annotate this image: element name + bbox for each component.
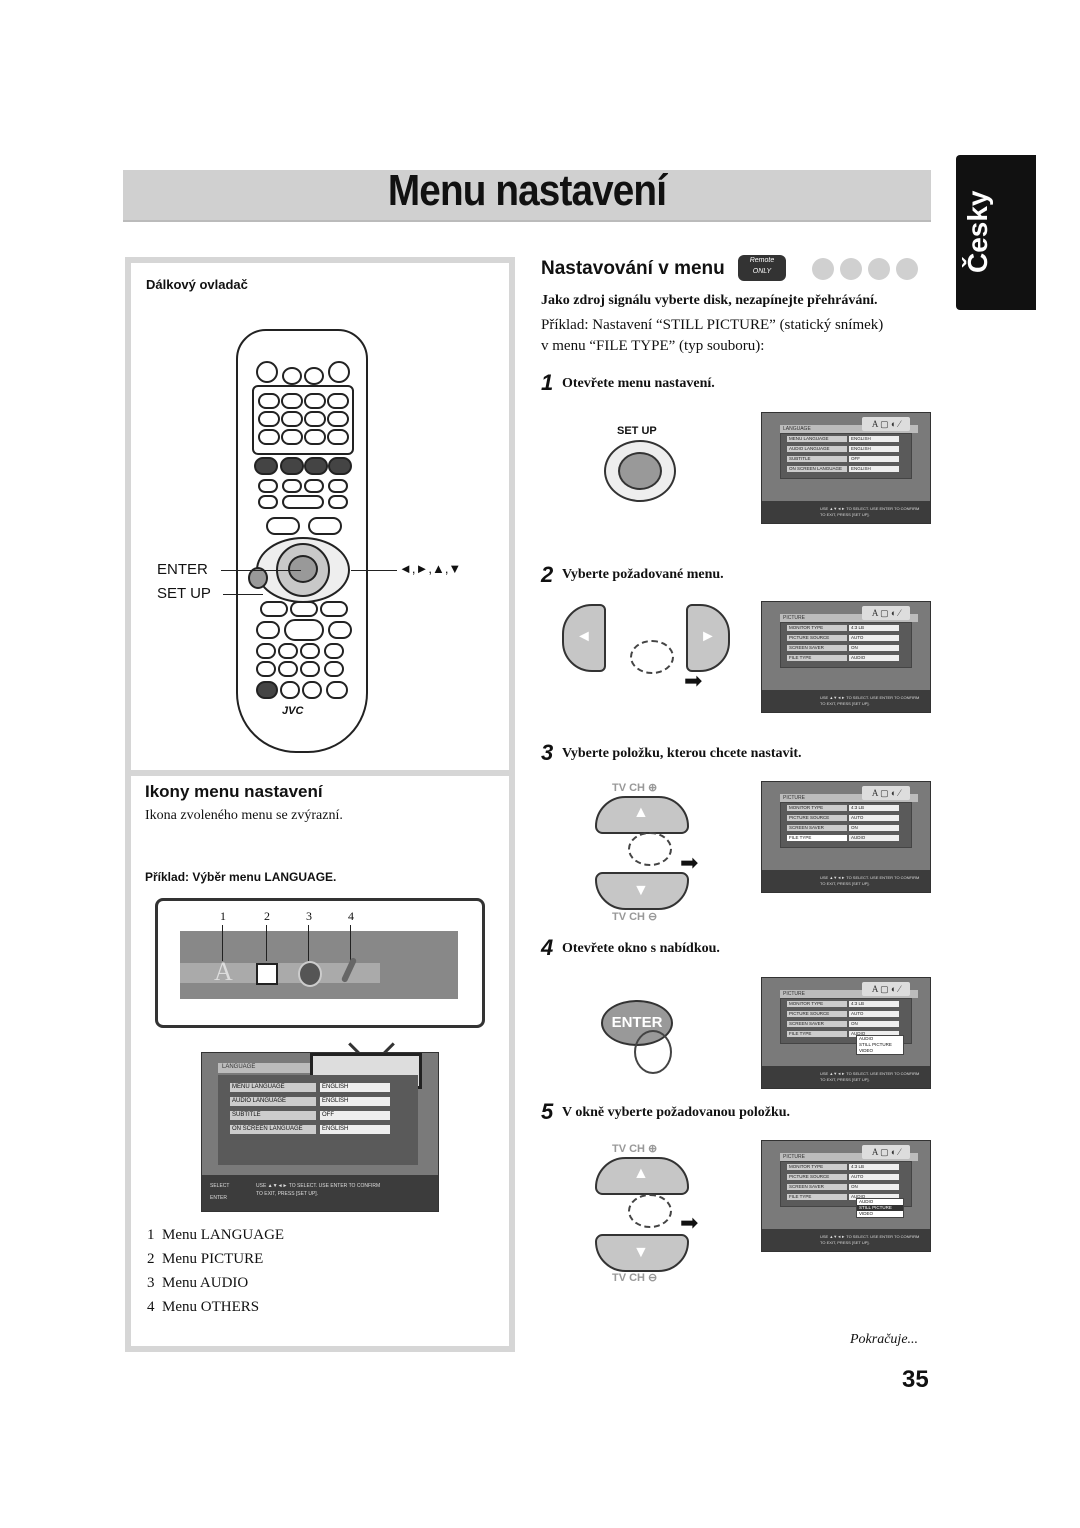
callout-3: 3 bbox=[306, 909, 312, 923]
step-5-text: V okně vyberte požadovanou položku. bbox=[562, 1105, 791, 1120]
up-arrow-button[interactable]: ▲ bbox=[595, 1157, 689, 1195]
language-tab-label: Česky bbox=[962, 190, 993, 273]
step-2-text: Vyberte požadované menu. bbox=[562, 567, 724, 582]
setup-button-label: SET UP bbox=[617, 425, 657, 437]
setup-label: SET UP bbox=[157, 585, 211, 602]
example-label: Příklad: Výběr menu LANGUAGE. bbox=[145, 870, 337, 884]
legend-item: 1 Menu LANGUAGE bbox=[147, 1227, 285, 1243]
osd-icons: A ▢ ◐ ⁄ bbox=[862, 1145, 910, 1159]
hand-icon bbox=[630, 640, 674, 674]
remote-brand-logo: JVC bbox=[282, 705, 304, 717]
hand-icon bbox=[628, 832, 672, 866]
section-intro-line1: Příklad: Nastavení “STILL PICTURE” (stat… bbox=[541, 317, 884, 333]
file-type-popup: AUDIO STILL PICTURE VIDEO bbox=[856, 1198, 904, 1218]
icons-callout-box: 1 2 3 4 A bbox=[155, 898, 485, 1028]
icons-intro: Ikona zvoleného menu se zvýrazní. bbox=[145, 808, 343, 823]
arrows-label: ◄,►,▲,▼ bbox=[399, 561, 462, 576]
callout-1: 1 bbox=[220, 909, 226, 923]
continues-label: Pokračuje... bbox=[850, 1332, 919, 1347]
title-bar bbox=[123, 170, 931, 222]
step-2-number: 2 bbox=[541, 562, 554, 587]
callout-2: 2 bbox=[264, 909, 270, 923]
language-osd-example: LANGUAGE MENU LANGUAGE ENGLISH AUDIO LAN… bbox=[201, 1052, 439, 1212]
remote-panel: Dálkový ovladač bbox=[125, 257, 515, 777]
file-type-popup: AUDIO STILL PICTURE VIDEO bbox=[856, 1035, 904, 1055]
picture-icon bbox=[256, 963, 278, 985]
legend-item: 4 Menu OTHERS bbox=[147, 1299, 260, 1315]
legend-item: 3 Menu AUDIO bbox=[147, 1275, 249, 1291]
section-intro-line2: v menu “FILE TYPE” (typ souboru): bbox=[541, 338, 765, 354]
osd-icons: A ▢ ◐ ⁄ bbox=[862, 982, 910, 996]
page-title: Menu nastavení bbox=[387, 166, 667, 215]
setup-button-illustration[interactable] bbox=[604, 440, 676, 502]
step-1-text: Otevřete menu nastavení. bbox=[562, 376, 715, 391]
step-3-text: Vyberte položku, kterou chcete nastavit. bbox=[562, 746, 802, 761]
arrow-right-icon: ➡ bbox=[684, 668, 703, 693]
arrow-right-icon: ➡ bbox=[680, 1210, 699, 1235]
remote-control-illustration: JVC bbox=[236, 329, 368, 753]
step-1-number: 1 bbox=[541, 370, 554, 395]
language-tab: Česky bbox=[956, 155, 1036, 310]
tv-ch-down-label: TV CH ⊖ bbox=[612, 911, 658, 923]
icons-legend: 1 Menu LANGUAGE 2 Menu PICTURE 3 Menu AU… bbox=[147, 1223, 284, 1319]
tv-ch-up-label: TV CH ⊕ bbox=[612, 782, 658, 794]
hand-icon bbox=[628, 1194, 672, 1228]
remote-only-badge: Remote ONLY bbox=[738, 255, 786, 281]
osd-title: LANGUAGE bbox=[222, 1064, 256, 1070]
icons-heading: Ikony menu nastavení bbox=[145, 782, 323, 801]
tv-ch-down-label: TV CH ⊖ bbox=[612, 1272, 658, 1284]
down-arrow-button[interactable]: ▼ bbox=[595, 1234, 689, 1272]
osd-icons: A ▢ ◐ ⁄ bbox=[862, 417, 910, 431]
icons-panel: Ikony menu nastavení Ikona zvoleného men… bbox=[125, 770, 515, 1352]
up-arrow-button[interactable]: ▲ bbox=[595, 796, 689, 834]
arrow-right-icon: ➡ bbox=[680, 850, 699, 875]
step-4-number: 4 bbox=[541, 935, 554, 960]
osd-icons: A ▢ ◐ ⁄ bbox=[862, 606, 910, 620]
right-arrow-button[interactable]: ► bbox=[686, 604, 730, 672]
callout-4: 4 bbox=[348, 909, 354, 923]
osd-icons: A ▢ ◐ ⁄ bbox=[862, 786, 910, 800]
step-4-text: Otevřete okno s nabídkou. bbox=[562, 941, 720, 956]
section-intro-bold: Jako zdroj signálu vyberte disk, nezapín… bbox=[541, 293, 878, 308]
left-arrow-button[interactable]: ◄ bbox=[562, 604, 606, 672]
legend-item: 2 Menu PICTURE bbox=[147, 1251, 264, 1267]
tv-ch-up-label: TV CH ⊕ bbox=[612, 1143, 658, 1155]
enter-label: ENTER bbox=[157, 561, 208, 578]
language-icon: A bbox=[214, 957, 233, 986]
section-heading: Nastavování v menu bbox=[541, 258, 725, 279]
hand-icon bbox=[634, 1030, 672, 1074]
down-arrow-button[interactable]: ▼ bbox=[595, 872, 689, 910]
remote-caption: Dálkový ovladač bbox=[146, 277, 248, 292]
audio-icon bbox=[298, 961, 322, 987]
step-5-number: 5 bbox=[541, 1099, 554, 1124]
step-3-number: 3 bbox=[541, 740, 554, 765]
page-number: 35 bbox=[902, 1366, 929, 1393]
